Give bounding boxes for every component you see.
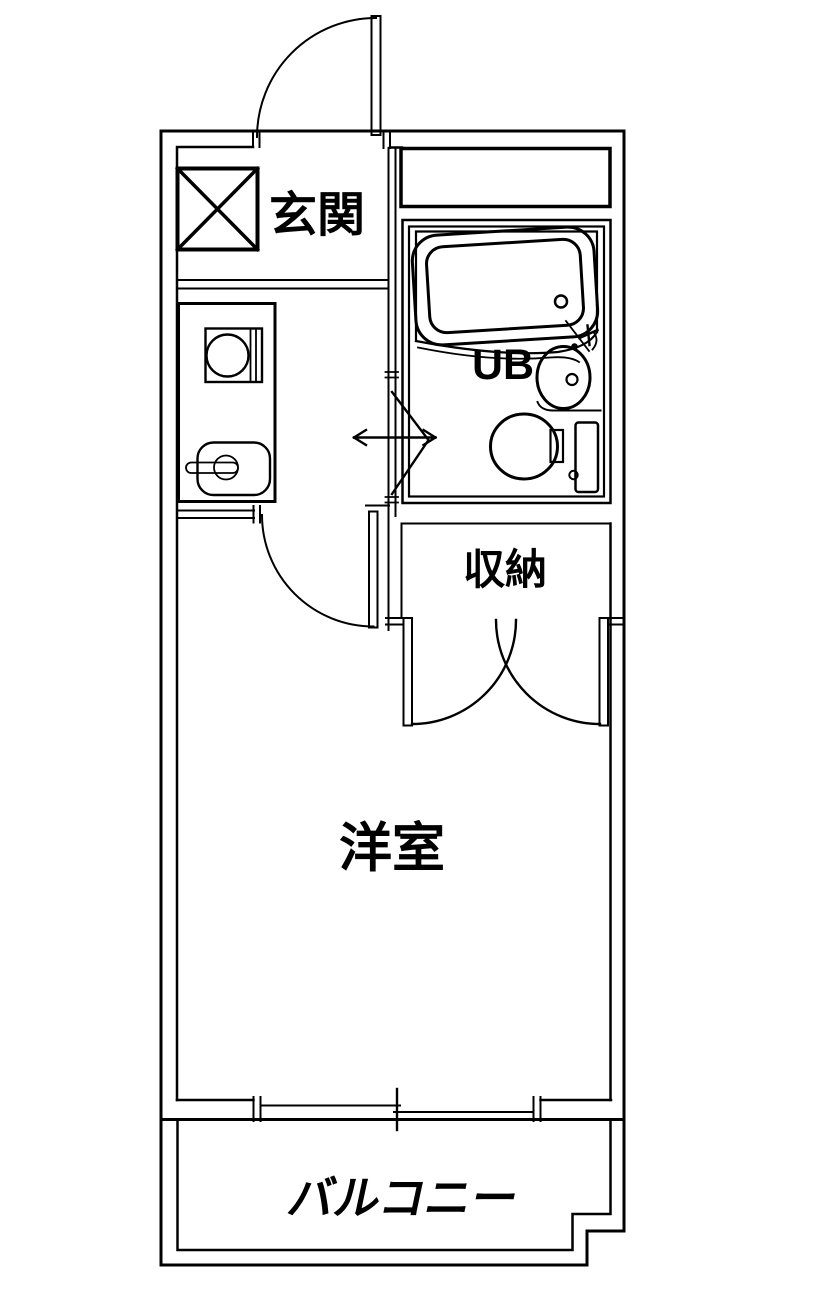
kitchen-counter (177, 302, 277, 503)
gas-burner-icon (204, 327, 264, 384)
room-door-icon (260, 510, 379, 629)
room-label-genkan: 玄関 (269, 189, 365, 242)
walls (159, 129, 626, 1267)
entrance-door-icon (255, 15, 382, 139)
room-label-balcony: バルコニー (283, 1172, 523, 1223)
toilet-icon (489, 412, 600, 494)
crossed-box-icon (175, 166, 260, 252)
sliding-window-icon (260, 1087, 534, 1132)
faucet-icon (564, 319, 600, 353)
room-label-western-room: 洋室 (339, 819, 445, 878)
kitchen-sink-icon (185, 441, 272, 497)
door-swing-arrow (352, 428, 438, 447)
pipe-space-box (399, 146, 612, 209)
folding-door-icon (352, 390, 438, 496)
closet-doors-icon (402, 617, 609, 727)
washbasin-icon (535, 345, 602, 412)
room-label-unit-bath: UB (472, 341, 534, 389)
room-label-storage: 収納 (463, 546, 547, 593)
unit-bath (401, 218, 612, 505)
